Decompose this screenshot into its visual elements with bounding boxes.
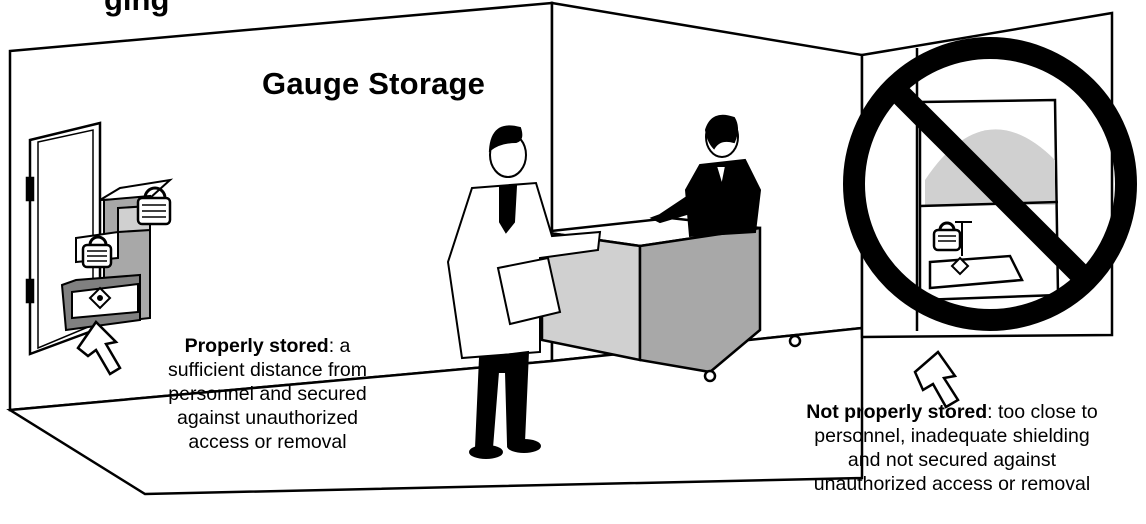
left-storage-cabinet (60, 178, 174, 332)
page-title: Gauge Storage (262, 66, 485, 102)
caption-line: against unauthorized (176, 407, 359, 429)
page-title-text: Gauge Storage (262, 66, 486, 101)
padlock-icon (136, 186, 172, 226)
caption-line: unauthorized access or removal (813, 473, 1091, 495)
caption-bold: Not properly stored (806, 401, 988, 423)
caption-line: personnel and secured (168, 383, 367, 405)
clipboard (496, 256, 562, 326)
caption-properly-stored: Properly stored: a sufficient distance f… (140, 334, 395, 454)
arrow-up-icon (913, 350, 960, 409)
caption-line: personnel, inadequate shielding (814, 425, 1090, 447)
caption-text: : a (328, 335, 351, 357)
caption-line: and not secured against (847, 449, 1057, 471)
arrow-up-icon (76, 320, 122, 376)
caption-not-properly-stored: Not properly stored: too close to person… (758, 400, 1146, 496)
technician-figure (446, 125, 602, 459)
caption-line: access or removal (188, 431, 347, 453)
floor (6, 326, 864, 496)
padlock-icon (932, 221, 962, 252)
caption-line: sufficient distance from (167, 359, 368, 381)
caption-line: Not properly stored: too close to (758, 400, 1146, 424)
padlock-icon (81, 235, 113, 269)
caption-bold: Properly stored (184, 335, 329, 357)
caption-text: : too close to (987, 401, 1098, 423)
cut-off-heading-text: ging (104, 0, 169, 17)
receptionist-figure (649, 114, 762, 238)
cut-off-heading: ging (104, 0, 169, 18)
prohibition-sign (843, 37, 1137, 331)
caption-line: Properly stored: a (140, 334, 395, 358)
